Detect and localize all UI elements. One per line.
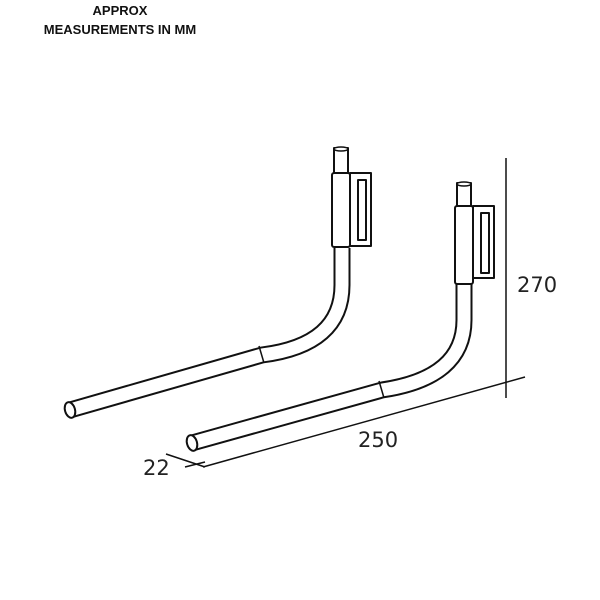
length-label: 250 bbox=[358, 428, 399, 452]
bracket-right bbox=[185, 181, 495, 452]
title-line-2: MEASUREMENTS IN MM bbox=[43, 22, 197, 37]
title-line-1: APPROX bbox=[92, 3, 148, 18]
diameter-dimension-line bbox=[165, 453, 206, 468]
bracket-left bbox=[63, 146, 372, 419]
height-label: 270 bbox=[517, 273, 558, 297]
diameter-label: 22 bbox=[143, 456, 170, 480]
length-dimension-line bbox=[202, 376, 526, 468]
